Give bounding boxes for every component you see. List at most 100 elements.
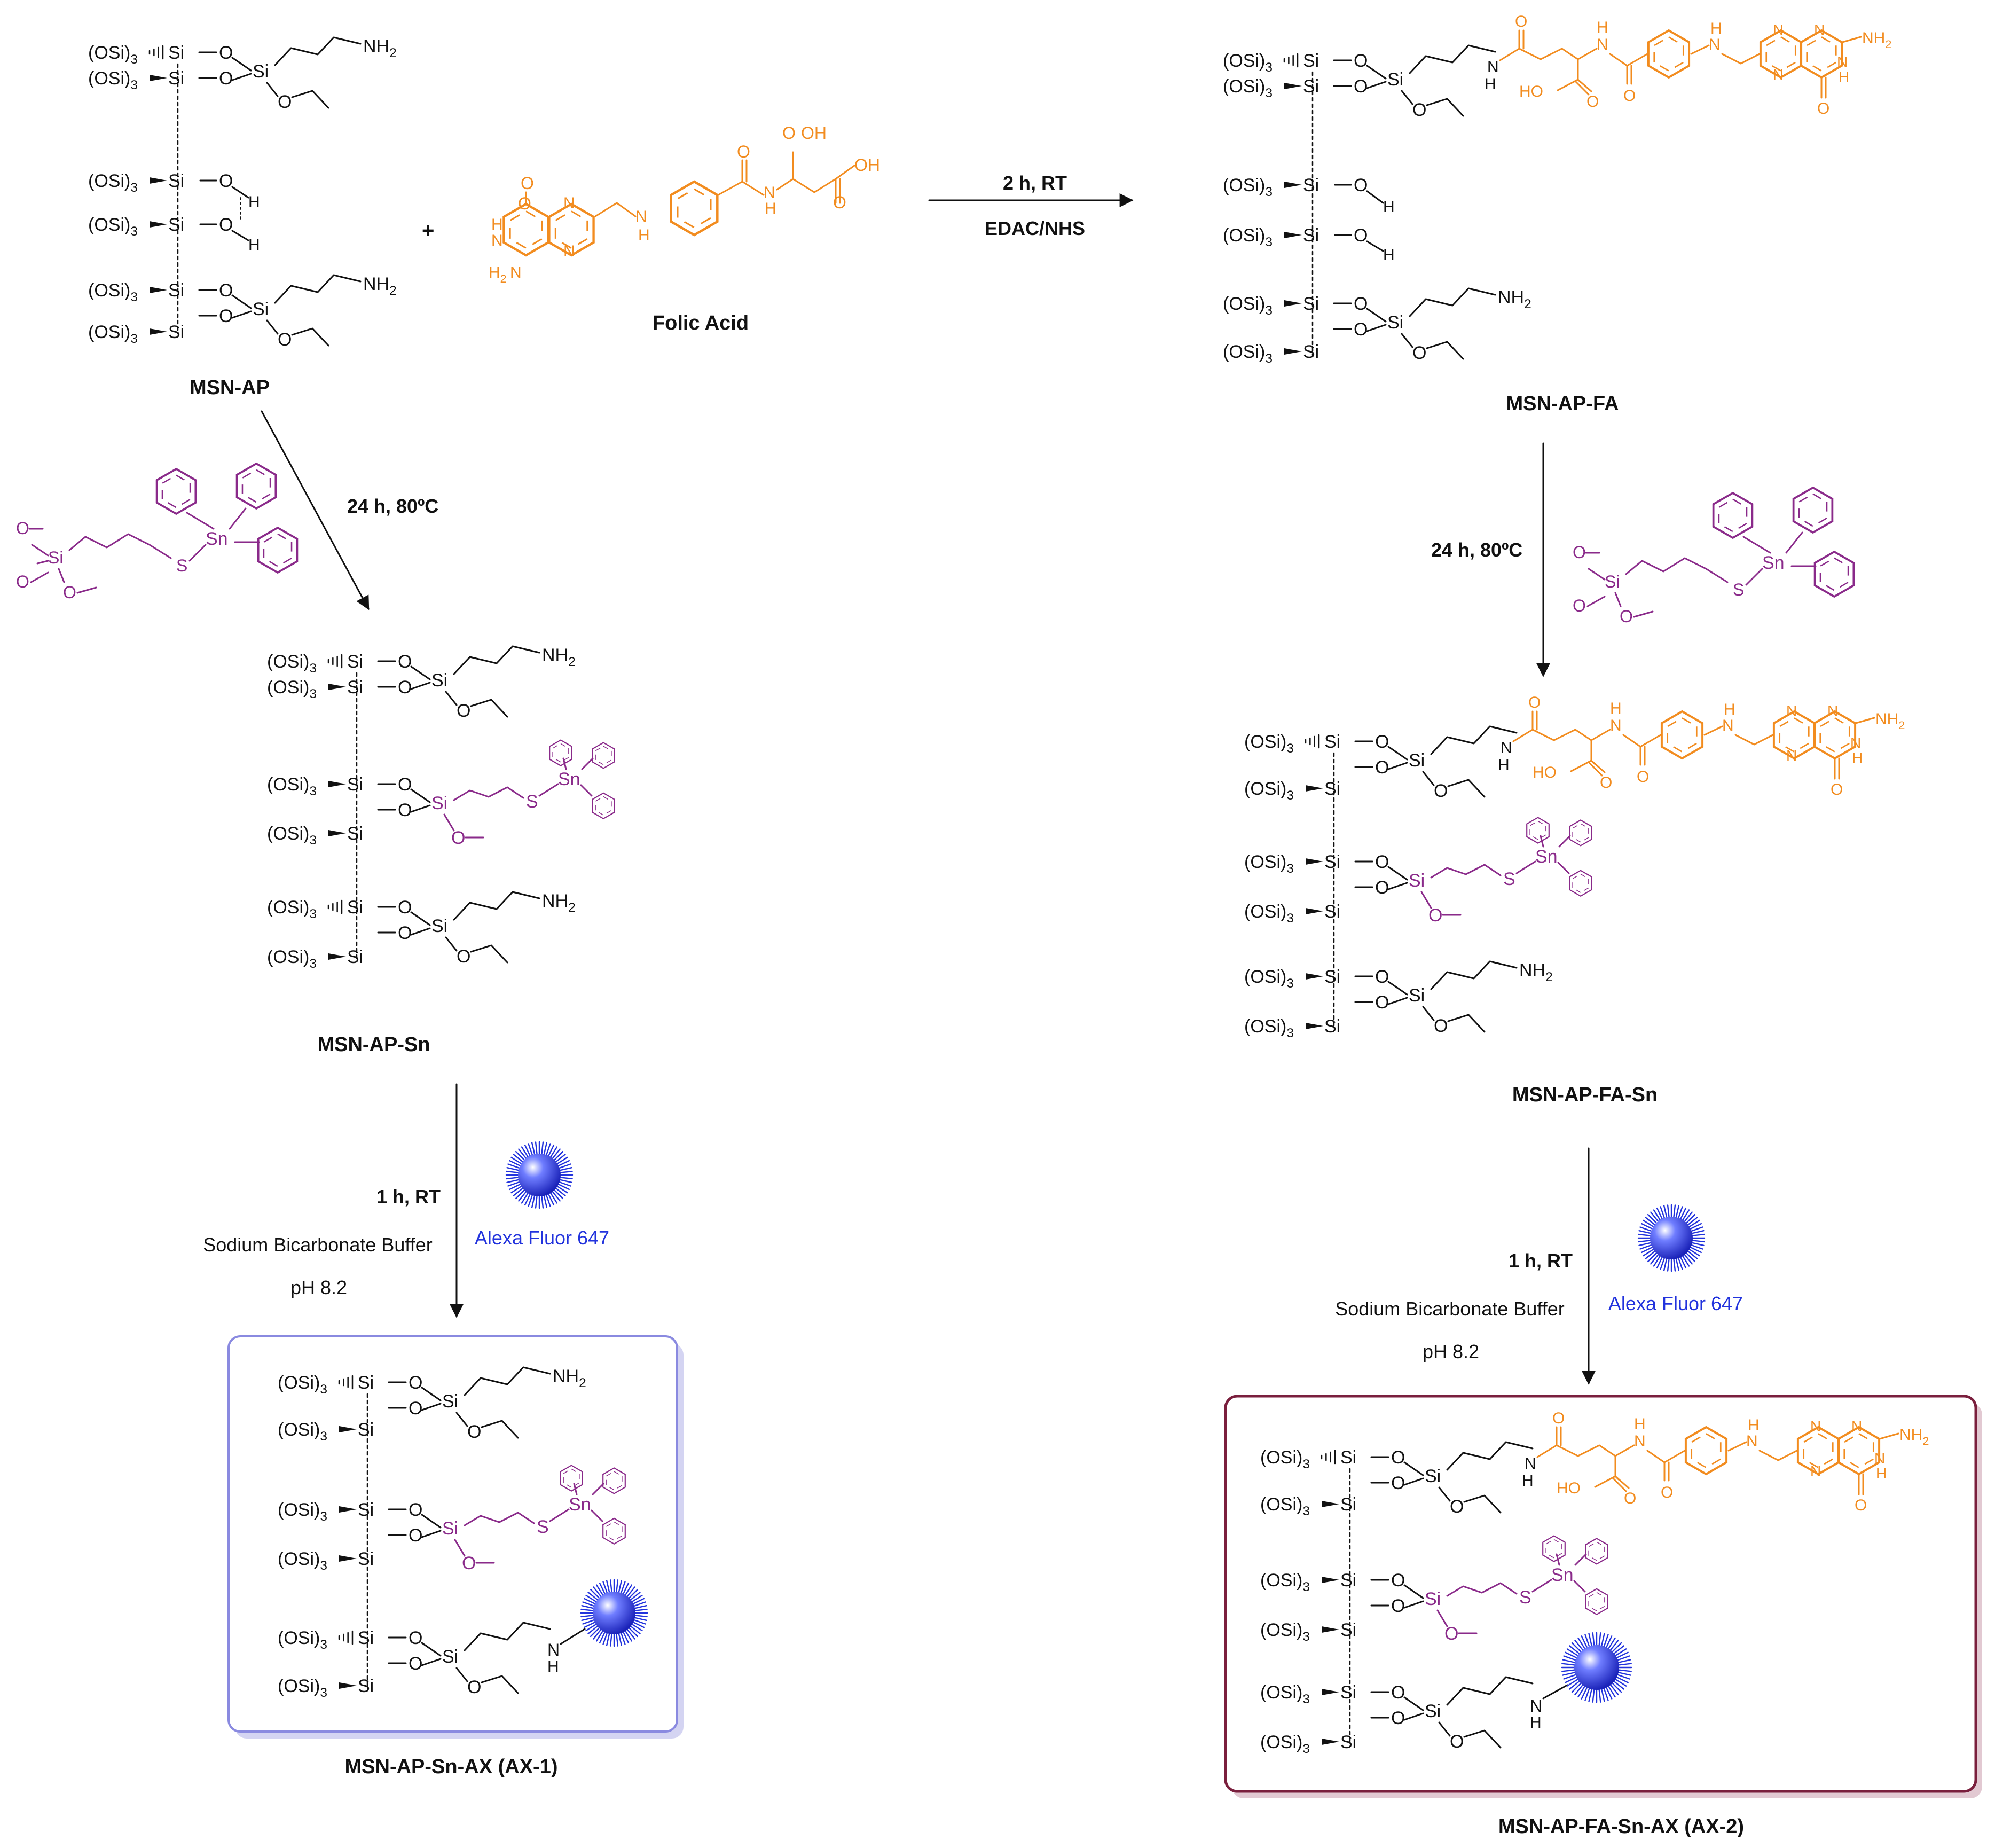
wedge-bond	[1322, 1689, 1339, 1695]
chain	[1625, 557, 1729, 583]
dye-ray	[1686, 1217, 1698, 1226]
dye-ray	[1584, 1687, 1591, 1701]
phenyl-ring	[592, 742, 615, 768]
bond	[1703, 725, 1723, 736]
dye-ray	[595, 1629, 604, 1642]
dye-ray	[1682, 1209, 1690, 1222]
dye-ray	[1611, 1682, 1622, 1693]
hashed-bond	[1283, 53, 1299, 68]
atom-label: O	[1375, 967, 1389, 987]
dye-ray	[531, 1142, 536, 1156]
dye-ray	[606, 1580, 610, 1594]
bond	[421, 1387, 442, 1401]
propyl-chain	[274, 274, 362, 304]
bond	[1387, 882, 1408, 890]
atom-label: O	[1391, 1447, 1405, 1468]
amine-label: NH2	[542, 891, 576, 915]
surface-osi-label: (OSi)3	[1244, 902, 1294, 926]
atom-label: Si	[1605, 572, 1620, 591]
dye-ray	[545, 1193, 551, 1207]
ax1-box	[227, 1335, 678, 1733]
surface-osi-label: (OSi)3	[1223, 294, 1273, 318]
atom-label: O	[398, 923, 412, 943]
atom-label: O	[398, 652, 412, 672]
dye-ray	[510, 1185, 523, 1194]
dye-ray	[1605, 1635, 1613, 1649]
dye-ray	[609, 1579, 612, 1594]
bond	[1742, 536, 1771, 554]
dye-ray	[510, 1156, 523, 1165]
dye-ray	[1690, 1230, 1705, 1234]
dye-ray	[1592, 1632, 1595, 1647]
dye-ray	[1660, 1206, 1666, 1220]
label-dye-right: Alexa Fluor 647	[1608, 1293, 1743, 1314]
amine-label: NH2	[1519, 960, 1553, 984]
atom-label: O	[1515, 13, 1527, 30]
chain	[594, 202, 637, 217]
atom-label: H	[1876, 1465, 1887, 1482]
bond	[1626, 53, 1648, 67]
wedge-bond	[339, 1426, 357, 1432]
dye-ray	[1616, 1671, 1631, 1676]
surface-si-label: Si	[358, 1373, 374, 1393]
dye-ray	[1647, 1251, 1658, 1263]
wedge-bond	[1306, 973, 1323, 980]
atom-label: Sn	[206, 529, 228, 549]
wedge-bond	[150, 75, 167, 81]
dye-ray	[1673, 1257, 1676, 1272]
dye-ray	[1679, 1256, 1687, 1269]
atom-label: H	[1634, 1415, 1646, 1433]
dye-ray	[609, 1632, 612, 1647]
dye-ray	[1568, 1680, 1581, 1690]
atom-label: H	[1724, 701, 1735, 718]
dye-ray	[513, 1187, 524, 1196]
dye-ray	[1616, 1659, 1631, 1664]
dye-ray	[1677, 1256, 1683, 1270]
atom-label: N	[1634, 1432, 1646, 1450]
bond	[1403, 1600, 1424, 1609]
chain	[1721, 53, 1761, 65]
dye-particle-icon	[1561, 1632, 1632, 1703]
dye-ray	[1617, 1669, 1632, 1672]
dye-ray	[1639, 1226, 1653, 1232]
ring-outline	[1569, 871, 1592, 896]
dye-ray	[1563, 1655, 1577, 1662]
dye-ray	[1647, 1213, 1658, 1225]
silane-si-label: Si	[442, 1647, 458, 1667]
atom-label: O	[1450, 1732, 1464, 1752]
atom-label: O	[462, 1553, 476, 1573]
dye-ray	[541, 1194, 544, 1209]
dye-core	[518, 1154, 561, 1196]
atom-label: H	[1839, 68, 1849, 85]
atom-label: O	[1354, 175, 1368, 195]
bond	[31, 544, 49, 557]
bond	[835, 165, 855, 180]
dye-ray	[1673, 1204, 1676, 1219]
dye-ray	[1615, 1651, 1629, 1659]
dye-ray	[1686, 1250, 1698, 1259]
atom-label: N	[1530, 1696, 1542, 1716]
chain	[291, 90, 329, 109]
bond	[76, 586, 97, 594]
dye-ray	[583, 1598, 596, 1605]
dye-ray	[528, 1193, 533, 1207]
dye-ray	[1577, 1637, 1586, 1650]
atom-label: S	[1733, 580, 1744, 599]
dye-core	[593, 1592, 635, 1634]
dye-ray	[1645, 1217, 1656, 1226]
bond	[1403, 1696, 1424, 1711]
surface-si-label: Si	[1303, 51, 1319, 71]
surface-osi-label: (OSi)3	[278, 1373, 327, 1397]
phenyl-ring	[237, 464, 276, 508]
surface-si-label: Si	[358, 1500, 374, 1520]
atom-label: H	[248, 193, 260, 211]
dye-ray	[587, 1625, 599, 1634]
atom-label: O	[833, 193, 846, 212]
dye-ray	[1679, 1207, 1687, 1220]
benzoyl-ring	[671, 182, 718, 235]
label-folic-acid: Folic Acid	[653, 312, 749, 334]
bond	[266, 319, 279, 335]
dye-ray	[1667, 1204, 1670, 1219]
